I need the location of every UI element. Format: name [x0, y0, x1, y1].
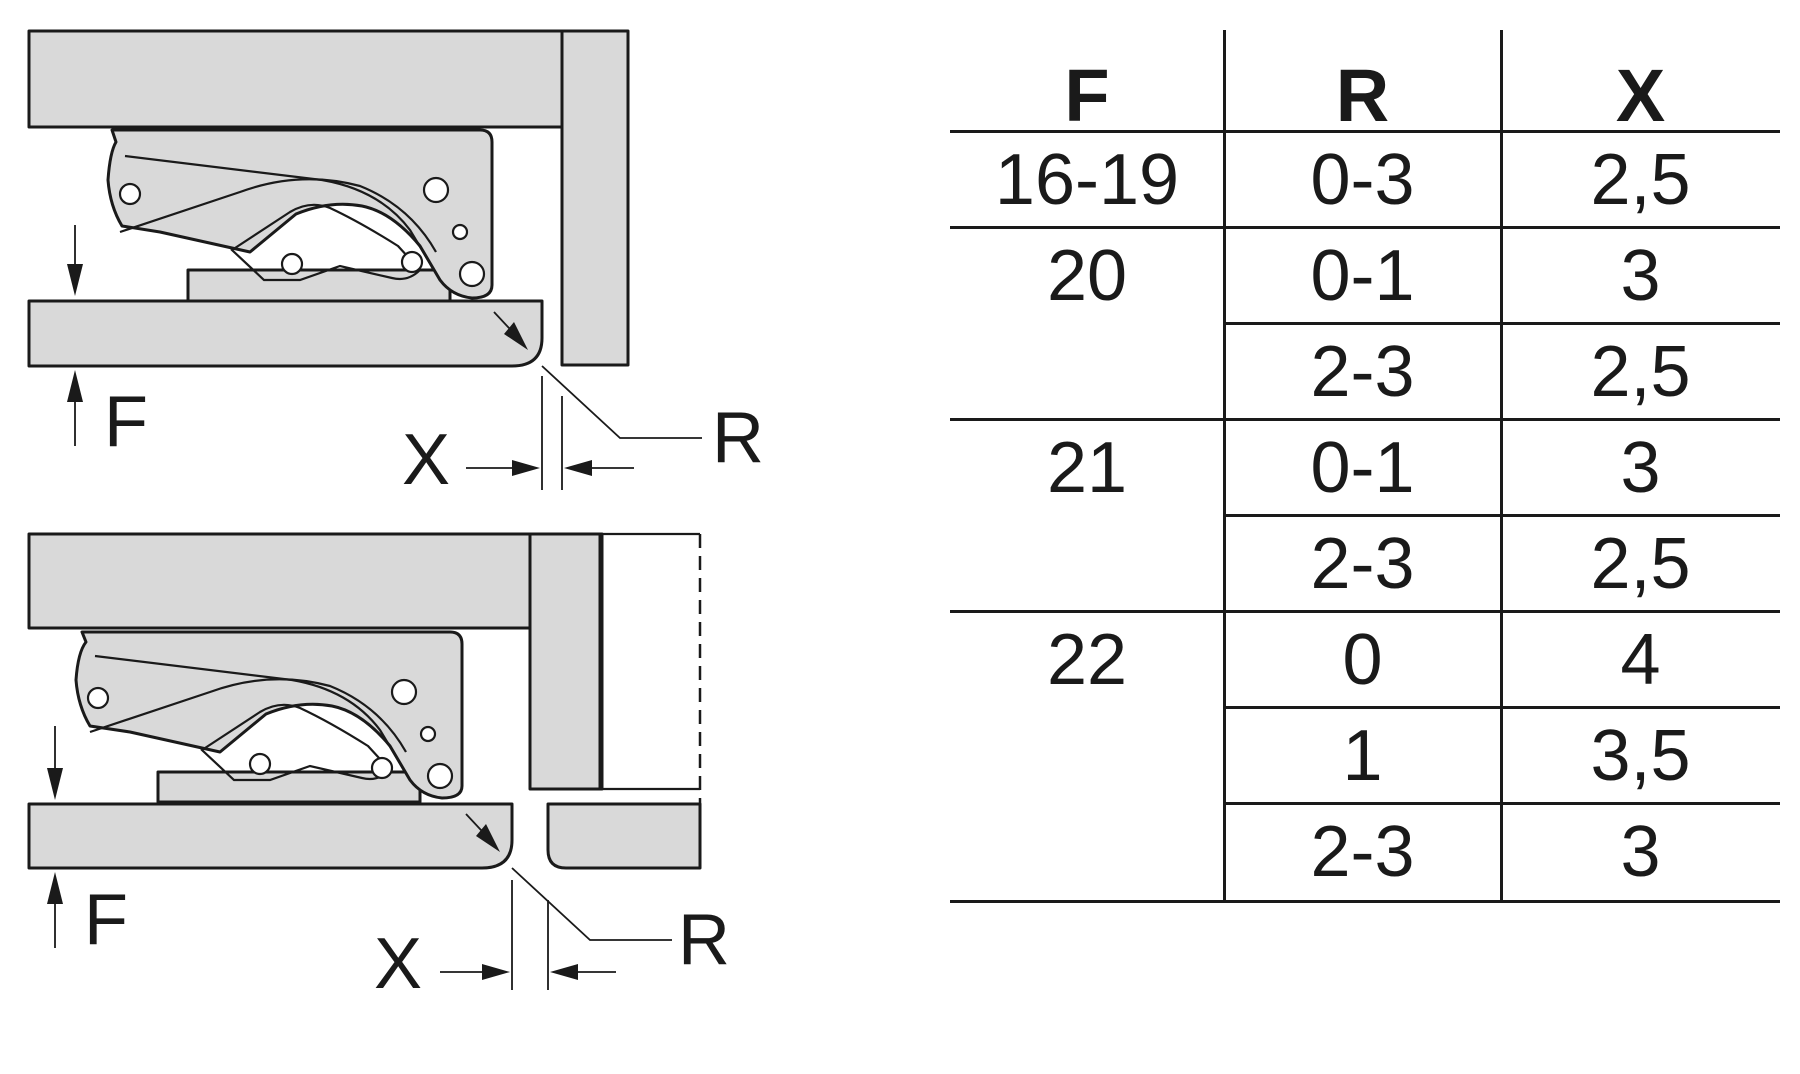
hinge-arm-body [74, 630, 464, 800]
x-arrow-right [482, 964, 510, 980]
cabinet-side-wall [528, 532, 602, 791]
hinge-pivot-hole [458, 260, 486, 288]
table-subrow-divider [1224, 322, 1780, 325]
table-cell-f: 16-19 [994, 140, 1180, 220]
f-arrow-down [67, 264, 83, 296]
cabinet-side-inner [598, 532, 604, 791]
table-cell-r: 1 [1342, 716, 1383, 796]
table-cell-x: 3 [1620, 812, 1661, 892]
x-arrow-left [564, 460, 592, 476]
table-subrow-divider [1224, 514, 1780, 517]
table-cell-r: 0-1 [1310, 236, 1415, 316]
hinge-linkage-line [119, 178, 437, 253]
table-row-divider [950, 610, 1780, 613]
cabinet-top-panel [27, 532, 533, 630]
table-subrow-divider [1224, 706, 1780, 709]
hinge-diagram: F R X [27, 29, 764, 1004]
table-cell-f [950, 516, 1224, 612]
hinge-linkage-line [89, 678, 407, 753]
table-row-divider [950, 226, 1780, 229]
top-hinge-assembly: F R X [27, 29, 764, 500]
table-row-divider [950, 418, 1780, 421]
table-cell-f: 20 [1046, 236, 1128, 316]
r-leader-line [511, 867, 672, 941]
table-cell-r: 0-3 [1310, 140, 1415, 220]
hinge-linkage-line [124, 154, 441, 281]
hinge-inner-link [200, 703, 392, 782]
cabinet-top-panel [27, 29, 566, 129]
adjacent-door-panel [546, 802, 702, 870]
table-cell-x: 4 [1620, 620, 1661, 700]
hinge-pivot-hole [370, 756, 394, 780]
r-arrow-head [504, 322, 528, 350]
x-label: X [402, 420, 450, 500]
hinge-inner-link [230, 203, 422, 282]
f-arrow-up [67, 370, 83, 402]
r-leader-line [541, 365, 702, 439]
f-label: F [104, 382, 148, 462]
hinge-base-plate [186, 268, 452, 305]
hinge-pivot-hole [86, 686, 110, 710]
r-label: R [678, 900, 730, 980]
table-cell-f [950, 324, 1224, 420]
hinge-pivot-hole [451, 223, 469, 241]
table-header-f: F [1064, 54, 1110, 137]
hinge-linkage-line [94, 654, 411, 781]
table-subrow-divider [1224, 802, 1780, 805]
hinge-pivot-hole [426, 762, 454, 790]
table-cell-f: 21 [1046, 428, 1128, 508]
table-cell-r: 2-3 [1310, 812, 1415, 892]
table-cell-r: 0-1 [1310, 428, 1415, 508]
table-cell-r: 2-3 [1310, 332, 1415, 412]
x-label: X [374, 924, 422, 1004]
table-header-x: X [1615, 54, 1666, 137]
table-cell-r: 0 [1342, 620, 1383, 700]
table-cell-x: 2,5 [1590, 332, 1691, 412]
r-label: R [712, 398, 764, 478]
f-arrow-down [47, 768, 63, 800]
door-panel [27, 299, 544, 368]
hinge-pivot-hole [419, 725, 437, 743]
table-cell-x: 3 [1620, 236, 1661, 316]
table-cell-f: 22 [1046, 620, 1128, 700]
table-cell-x: 3,5 [1590, 716, 1691, 796]
hinge-arm-body [106, 128, 494, 300]
x-arrow-left [550, 964, 578, 980]
table-column-divider [1223, 30, 1226, 902]
cabinet-side-wall [560, 29, 630, 367]
f-label: F [84, 880, 128, 960]
table-cell-f [950, 708, 1224, 804]
table-row-divider [950, 130, 1780, 133]
hinge-pivot-hole [390, 678, 418, 706]
hinge-pivot-hole [118, 182, 142, 206]
bottom-hinge-assembly: F R X [27, 532, 730, 1004]
hinge-spec-table: F R X 16-19 0-3 2,5 20 0-1 3 2-3 2,5 21 … [950, 30, 1780, 903]
hinge-pivot-hole [422, 176, 450, 204]
door-panel [27, 802, 514, 870]
x-arrow-right [512, 460, 540, 476]
table-cell-x: 3 [1620, 428, 1661, 508]
hinge-pivot-hole [400, 250, 424, 274]
f-arrow-up [47, 872, 63, 904]
table-column-divider [1500, 30, 1503, 902]
table-cell-f [950, 804, 1224, 900]
hinge-pivot-hole [280, 252, 304, 276]
table-cell-x: 2,5 [1590, 140, 1691, 220]
table-row-divider [950, 900, 1780, 903]
table-cell-r: 2-3 [1310, 524, 1415, 604]
table-header-r: R [1335, 54, 1390, 137]
hinge-pivot-hole [248, 752, 272, 776]
table-cell-x: 2,5 [1590, 524, 1691, 604]
r-arrow-head [476, 824, 500, 852]
